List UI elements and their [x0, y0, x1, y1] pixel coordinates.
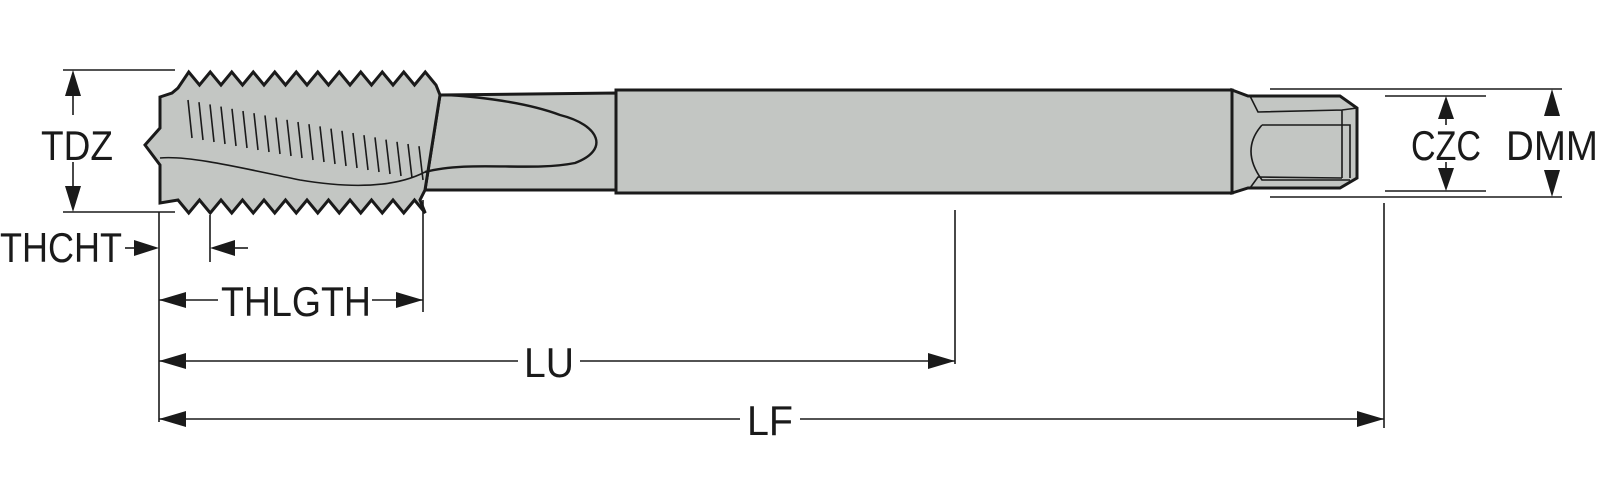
helix-line [231, 108, 237, 147]
dimension-lu: LU [159, 210, 956, 386]
label-tdz: TDZ [41, 122, 113, 169]
dimension-czc: CZC [1385, 95, 1486, 192]
helix-line [396, 141, 402, 177]
label-thlgth: THLGTH [221, 278, 371, 325]
helix-line [374, 137, 380, 173]
tap-shank [614, 88, 1234, 195]
helix-line [385, 139, 391, 175]
label-thcht: THCHT [0, 224, 122, 271]
helix-line [363, 135, 369, 171]
label-lf: LF [747, 397, 793, 444]
helix-line [418, 146, 424, 181]
dimension-dmm: DMM [1270, 88, 1598, 198]
square-facets [1249, 95, 1358, 189]
helix-line [286, 119, 292, 157]
helix-line [187, 99, 193, 139]
dimension-thcht: THCHT [0, 212, 248, 422]
flute [424, 93, 598, 174]
label-czc: CZC [1411, 122, 1481, 169]
tap-neck [423, 91, 618, 192]
helix-line [209, 104, 215, 143]
helix-line [275, 117, 281, 155]
label-dmm: DMM [1506, 122, 1598, 169]
helix-line [198, 102, 204, 141]
helix-line [341, 130, 347, 167]
label-lu: LU [524, 339, 574, 386]
helix-line [330, 128, 336, 165]
tap-square-end [1230, 87, 1359, 196]
dimension-tdz: TDZ [41, 69, 175, 213]
helix-line [242, 110, 248, 149]
helix-line [407, 143, 413, 179]
helix-line [264, 115, 270, 153]
helix-line [253, 113, 259, 151]
helix-line [319, 126, 325, 163]
thread-helix-lines [187, 99, 424, 181]
dimension-lf: LF [159, 203, 1385, 444]
flute-lower-edge [159, 156, 426, 187]
dimension-thlgth: THLGTH [159, 200, 424, 325]
helix-line [297, 121, 303, 159]
helix-line [352, 132, 358, 169]
helix-line [220, 106, 226, 145]
helix-line [308, 124, 314, 161]
tap-thread-section [143, 69, 442, 216]
